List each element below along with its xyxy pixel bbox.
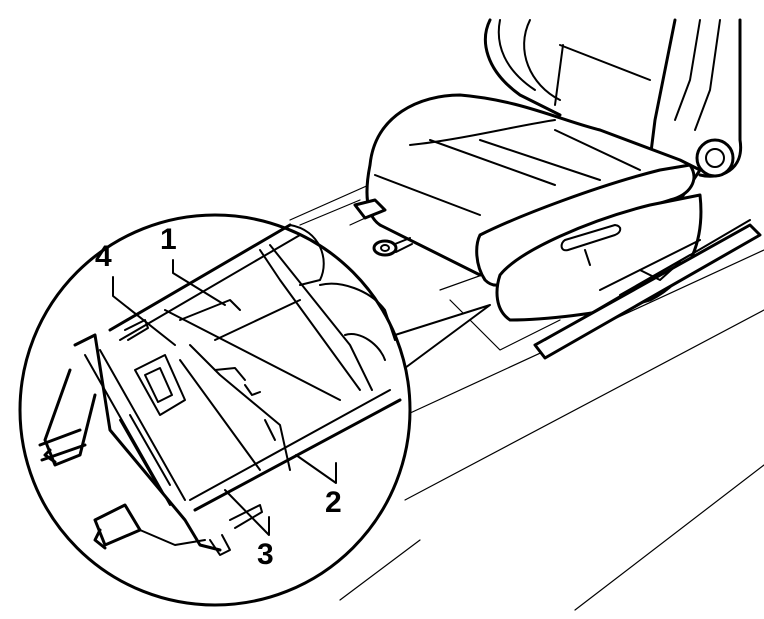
leader-lines [112, 259, 337, 536]
callout-label-4: 4 [95, 240, 112, 273]
leader-1 [172, 259, 226, 306]
leader-3 [224, 489, 270, 536]
anchor-bolts [353, 198, 413, 257]
seat-backrest [483, 18, 743, 178]
leader-4 [112, 276, 176, 346]
callout-label-3: 3 [257, 538, 274, 571]
seat-rail [533, 219, 762, 360]
callout-label-1: 1 [160, 223, 177, 256]
callout-label-2: 2 [325, 486, 342, 519]
callout-pointer [394, 304, 491, 369]
leader-2 [295, 454, 337, 484]
